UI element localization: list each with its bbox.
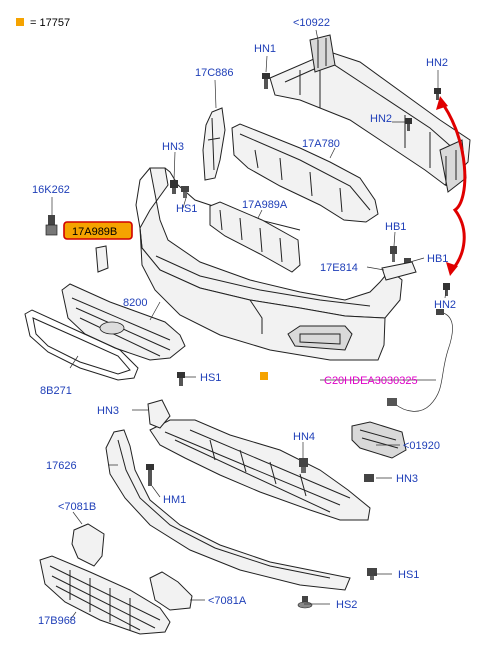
- label-7081b: <7081B: [58, 501, 96, 513]
- bolt-hn2-mid[interactable]: [405, 118, 412, 131]
- deflector-7081a[interactable]: [149, 571, 193, 611]
- leader-lines: [51, 29, 447, 621]
- lower-valance-17626[interactable]: [105, 429, 351, 591]
- label-hn2-right: HN2: [434, 299, 456, 311]
- label-hn2-top: HN2: [426, 57, 448, 69]
- grille-8200[interactable]: [61, 283, 186, 361]
- screw-hs2[interactable]: [297, 596, 313, 609]
- bracket-hn3-mid[interactable]: [147, 399, 171, 429]
- undertray[interactable]: [149, 419, 371, 521]
- bolt-hn2-top[interactable]: [434, 88, 441, 100]
- relation-arrow: [438, 99, 467, 271]
- label-hm1: HM1: [163, 494, 186, 506]
- bolt-hs1-mid[interactable]: [177, 372, 185, 386]
- sensor-16k262[interactable]: [45, 215, 58, 236]
- label-17e814: 17E814: [320, 262, 358, 274]
- label-hs1-mid: HS1: [200, 372, 221, 384]
- bolt-hn2-right[interactable]: [443, 283, 450, 296]
- arrow-head-bottom: [446, 262, 458, 276]
- highlight-box: [63, 221, 133, 240]
- label-hn3-low: HN3: [396, 473, 418, 485]
- label-17b968: 17B968: [38, 615, 76, 627]
- bumper-absorber[interactable]: [231, 123, 379, 223]
- label-17a780: 17A780: [302, 138, 340, 150]
- label-17626: 17626: [46, 460, 77, 472]
- label-hn3-top: HN3: [162, 141, 184, 153]
- label-10922: <10922: [293, 17, 330, 29]
- legend-marker: [16, 18, 24, 26]
- bolt-hs1-low[interactable]: [367, 568, 377, 580]
- clip-hb1-a[interactable]: [390, 246, 397, 262]
- label-hn4: HN4: [293, 431, 315, 443]
- bolt-hn3-low[interactable]: [364, 474, 374, 482]
- clip-hn4[interactable]: [299, 458, 308, 473]
- label-17a989b[interactable]: 17A989B: [72, 226, 117, 238]
- deflector-7081b[interactable]: [71, 523, 105, 567]
- label-hn2-mid: HN2: [370, 113, 392, 125]
- fog-lamp-bezel[interactable]: [351, 421, 407, 459]
- label-hs1-top: HS1: [176, 203, 197, 215]
- label-hb1-a: HB1: [385, 221, 406, 233]
- wiring-harness[interactable]: [387, 309, 453, 412]
- bolt-hn1-top[interactable]: [262, 73, 270, 89]
- label-hn3-mid: HN3: [97, 405, 119, 417]
- screw-hm1[interactable]: [146, 464, 154, 486]
- label-connector: C20HDEA3030325: [324, 375, 418, 387]
- label-01920: <01920: [403, 440, 440, 452]
- label-8b271: 8B271: [40, 385, 72, 397]
- label-hs1-low: HS1: [398, 569, 419, 581]
- position-marker: [260, 372, 268, 380]
- side-bracket-17c886[interactable]: [202, 107, 226, 181]
- lower-grille-17b968[interactable]: [39, 555, 171, 635]
- label-hb1-b: HB1: [427, 253, 448, 265]
- bracket-17a989b[interactable]: [95, 245, 109, 273]
- label-16k262: 16K262: [32, 184, 70, 196]
- bracket-17e814[interactable]: [381, 261, 417, 281]
- center-bracket-17a989a[interactable]: [209, 201, 301, 273]
- arrow-head-top: [436, 96, 448, 110]
- label-hn1-top: HN1: [254, 43, 276, 55]
- label-8200: 8200: [123, 297, 147, 309]
- label-hs2: HS2: [336, 599, 357, 611]
- bolt-hs1-top[interactable]: [181, 186, 189, 198]
- bumper-cover[interactable]: [135, 167, 403, 361]
- grille-surround-8b271[interactable]: [24, 309, 139, 381]
- legend-text: = 17757: [30, 17, 70, 29]
- bolt-hn3-top[interactable]: [170, 180, 178, 194]
- label-17a989a: 17A989A: [242, 199, 288, 211]
- label-7081a: <7081A: [208, 595, 247, 607]
- label-17c886: 17C886: [195, 67, 234, 79]
